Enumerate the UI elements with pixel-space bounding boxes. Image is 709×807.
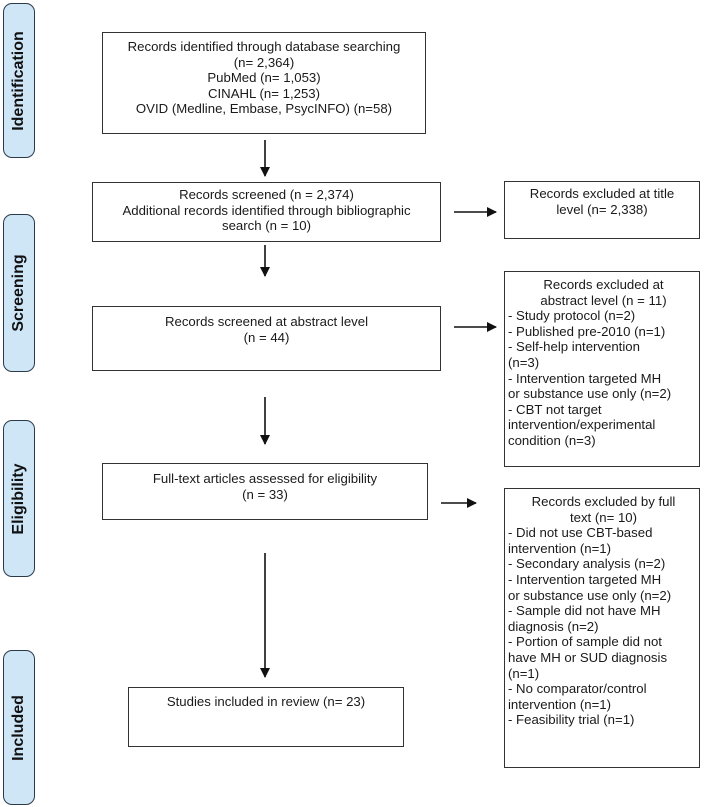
- excluded-fulltext-item: intervention (n=1): [508, 540, 611, 556]
- screened-line: Records screened (n = 2,374): [179, 187, 354, 202]
- identification-line: OVID (Medline, Embase, PsycINFO) (n=58): [135, 101, 393, 117]
- excluded-abstract-item: - Published pre-2010 (n=1): [508, 323, 666, 339]
- screened-line: Additional records identified through bi…: [122, 202, 411, 218]
- excluded-fulltext-item: - Secondary analysis (n=2): [508, 556, 666, 572]
- excluded-abstract-heading: Records excluded at: [543, 277, 664, 292]
- excluded-fulltext-item: or substance use only (n=2): [508, 587, 672, 603]
- excluded-fulltext-heading: text (n= 10): [569, 509, 638, 525]
- identification-line: Records identified through database sear…: [127, 39, 401, 54]
- records-screened-box: Records screened (n = 2,374) Additional …: [92, 182, 441, 242]
- excluded-abstract-item: - Intervention targeted MH: [508, 370, 662, 386]
- excluded-fulltext-item: - Did not use CBT-based: [508, 525, 653, 541]
- screened-line: search (n = 10): [221, 218, 312, 234]
- excluded-abstract-item: condition (n=3): [508, 432, 596, 448]
- excluded-fulltext-item: intervention (n=1): [508, 696, 611, 712]
- abstract-screening-box: Records screened at abstract level (n = …: [92, 306, 441, 371]
- excluded-fulltext-heading: Records excluded by full: [531, 494, 676, 509]
- excluded-abstract-item: (n=3): [508, 354, 540, 370]
- fulltext-line: (n = 33): [242, 486, 288, 502]
- excluded-abstract-item: - Study protocol (n=2): [508, 308, 636, 324]
- fulltext-line: Full-text articles assessed for eligibil…: [152, 471, 378, 486]
- excluded-fulltext-item: - No comparator/control: [508, 681, 647, 697]
- excluded-title-line: level (n= 2,338): [556, 201, 648, 217]
- included-line: Studies included in review (n= 23): [166, 694, 366, 709]
- excluded-fulltext-item: - Feasibility trial (n=1): [508, 712, 635, 728]
- phase-included: Included: [3, 650, 35, 805]
- excluded-abstract-item: or substance use only (n=2): [508, 386, 672, 402]
- abstract-line: Records screened at abstract level: [164, 314, 369, 329]
- excluded-fulltext-box: Records excluded by full text (n= 10) - …: [504, 488, 700, 768]
- phase-screening: Screening: [3, 214, 35, 372]
- excluded-fulltext-item: - Intervention targeted MH: [508, 571, 662, 587]
- excluded-abstract-item: intervention/experimental: [508, 417, 656, 433]
- excluded-fulltext-item: (n=1): [508, 665, 540, 681]
- fulltext-assessment-box: Full-text articles assessed for eligibil…: [102, 463, 428, 520]
- excluded-abstract-item: - CBT not target: [508, 401, 602, 417]
- excluded-fulltext-item: diagnosis (n=2): [508, 618, 599, 634]
- phase-identification: Identification: [3, 3, 35, 158]
- excluded-abstract-box: Records excluded at abstract level (n = …: [504, 271, 700, 467]
- studies-included-box: Studies included in review (n= 23): [128, 687, 404, 747]
- excluded-title-line: Records excluded at title: [529, 186, 675, 201]
- identification-box: Records identified through database sear…: [102, 32, 426, 134]
- identification-line: PubMed (n= 1,053): [207, 70, 321, 86]
- identification-line: CINAHL (n= 1,253): [207, 85, 321, 101]
- phase-eligibility: Eligibility: [3, 420, 35, 577]
- identification-line: (n= 2,364): [233, 54, 295, 70]
- excluded-title-box: Records excluded at title level (n= 2,33…: [504, 181, 700, 239]
- excluded-fulltext-item: - Portion of sample did not: [508, 634, 662, 650]
- excluded-fulltext-item: have MH or SUD diagnosis: [508, 649, 668, 665]
- excluded-fulltext-item: - Sample did not have MH: [508, 603, 661, 619]
- abstract-line: (n = 44): [243, 329, 290, 345]
- excluded-abstract-item: - Self-help intervention: [508, 339, 640, 355]
- excluded-abstract-heading: abstract level (n = 11): [540, 292, 667, 308]
